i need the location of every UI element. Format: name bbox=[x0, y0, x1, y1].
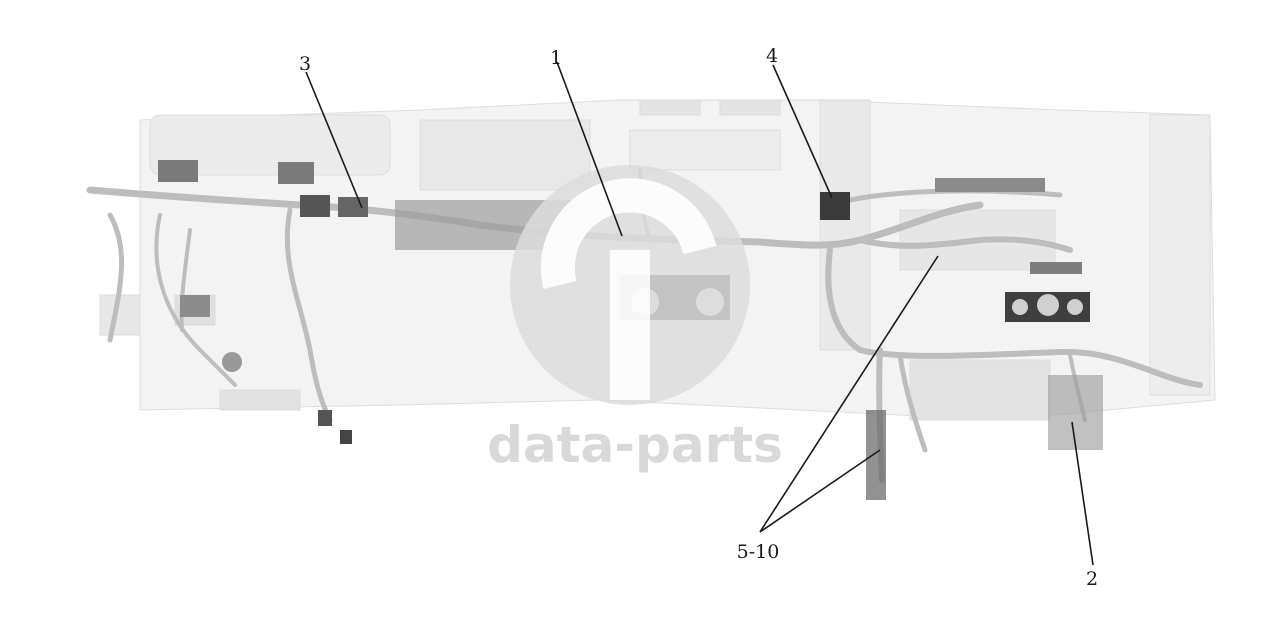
callout-labels: 3 1 4 5-10 2 bbox=[299, 45, 1098, 590]
callout-2: 2 bbox=[1086, 568, 1098, 590]
watermark-text: data-parts bbox=[487, 416, 783, 474]
watermark: data-parts bbox=[487, 165, 783, 474]
callout-1: 1 bbox=[550, 47, 562, 69]
leader-line-4 bbox=[772, 64, 833, 199]
leader-line-3 bbox=[305, 71, 363, 209]
leader-line-1 bbox=[556, 61, 623, 237]
callout-4: 4 bbox=[766, 45, 778, 67]
leader-lines bbox=[305, 61, 1094, 566]
callout-3: 3 bbox=[299, 53, 311, 75]
callout-5-10: 5-10 bbox=[737, 541, 780, 563]
leader-line-5-10-a bbox=[759, 255, 939, 533]
leader-line-2 bbox=[1071, 421, 1094, 566]
leader-line-5-10-b bbox=[759, 449, 881, 533]
